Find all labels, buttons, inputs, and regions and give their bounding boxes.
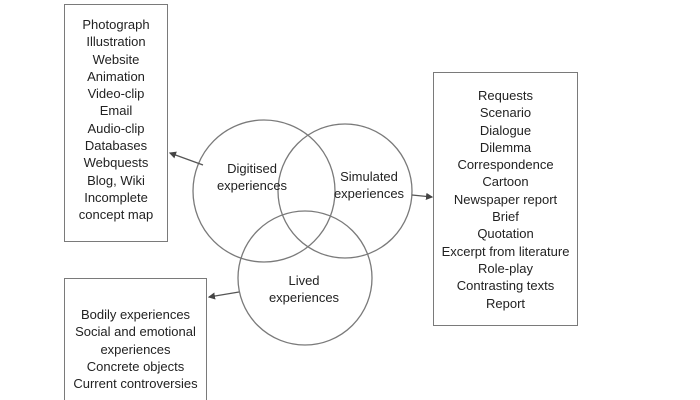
label-line: Digitised <box>227 161 277 176</box>
list-item: Email <box>99 103 133 119</box>
list-item: Correspondence <box>457 157 554 173</box>
digitised-label: Digitised experiences <box>217 160 287 194</box>
list-item: Dilemma <box>479 139 532 155</box>
simulated-circle <box>277 123 413 259</box>
label-line: experiences <box>268 290 340 305</box>
label-line: Lived <box>288 273 320 288</box>
list-item: Concrete objects <box>86 358 185 374</box>
list-item: experiences <box>100 341 171 357</box>
list-item: Cartoon <box>482 174 529 190</box>
list-item: Bodily experiences <box>80 307 191 322</box>
list-item: Illustration <box>86 34 146 50</box>
list-item: Webquests <box>83 155 149 171</box>
label-line: experiences <box>333 186 405 201</box>
arrow-lived <box>207 291 240 300</box>
list-item: Brief <box>492 209 519 225</box>
label-line: Simulated <box>340 169 398 184</box>
label-line: experiences <box>216 178 288 193</box>
arrow-simulated <box>411 192 434 200</box>
list-item: Contrasting texts <box>456 278 555 294</box>
list-item: Dialogue <box>479 122 532 138</box>
list-item: Scenario <box>479 105 532 121</box>
list-item: Quotation <box>477 226 534 242</box>
list-item: Blog, Wiki <box>87 172 145 188</box>
list-item: Databases <box>84 138 148 154</box>
list-item: Requests <box>478 88 533 103</box>
list-item: Photograph <box>82 17 150 32</box>
list-item: Incomplete <box>84 189 148 205</box>
simulated-label: Simulated experiences <box>334 168 404 202</box>
list-item: Excerpt from literature <box>441 243 570 259</box>
list-item: Video-clip <box>87 86 145 102</box>
digitised-circle <box>192 119 336 263</box>
list-item: Role-play <box>478 260 533 276</box>
lived-label: Lived experiences <box>269 272 339 306</box>
arrow-digitised <box>168 151 204 166</box>
list-item: Social and emotional <box>75 324 196 340</box>
list-item: Animation <box>87 68 145 84</box>
lived-circle <box>237 210 373 346</box>
list-item: Current controversies <box>73 376 198 392</box>
list-item: Newspaper report <box>453 191 558 207</box>
list-item: Website <box>92 51 140 67</box>
list-item: concept map <box>78 207 154 223</box>
list-item: Audio-clip <box>87 120 145 136</box>
list-item: Report <box>485 295 526 311</box>
